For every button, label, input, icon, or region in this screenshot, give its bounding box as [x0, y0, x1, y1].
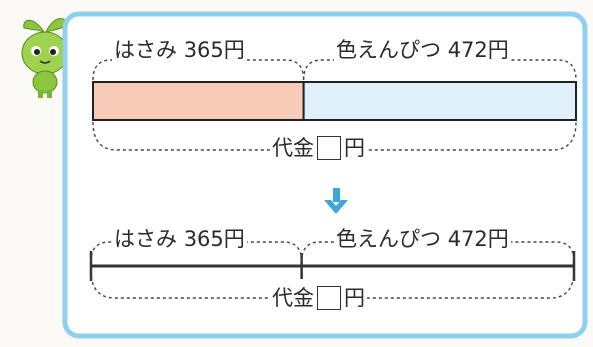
- bottom-total-label: 代金 円: [270, 286, 367, 310]
- bottom-pencils-amount: 472円: [447, 227, 509, 251]
- top-total-name: 代金: [272, 135, 314, 160]
- bottom-total-unit: 円: [344, 285, 365, 310]
- bottom-scissors-label: はさみ 365円: [112, 229, 247, 250]
- sprout-mascot-icon: [21, 18, 69, 98]
- arrow-down-icon: [324, 188, 348, 214]
- top-total-unit: 円: [344, 135, 365, 160]
- bottom-pencils-name: 色えんぴつ: [336, 227, 441, 251]
- top-pencils-amount: 472円: [447, 38, 509, 62]
- top-pencils-label: 色えんぴつ 472円: [334, 40, 511, 61]
- top-scissors-name: はさみ: [114, 38, 177, 62]
- top-answer-box[interactable]: [317, 136, 341, 160]
- bottom-scissors-amount: 365円: [183, 227, 245, 251]
- top-pencils-name: 色えんぴつ: [336, 38, 441, 62]
- top-total-label: 代金 円: [270, 136, 367, 160]
- bottom-pencils-label: 色えんぴつ 472円: [334, 229, 511, 250]
- tape-scissors-segment: [92, 81, 305, 121]
- top-scissors-amount: 365円: [183, 38, 245, 62]
- top-scissors-label: はさみ 365円: [112, 40, 247, 61]
- bottom-answer-box[interactable]: [317, 286, 341, 310]
- bottom-scissors-name: はさみ: [114, 227, 177, 251]
- tape-pencils-segment: [302, 81, 577, 121]
- bottom-total-name: 代金: [272, 285, 314, 310]
